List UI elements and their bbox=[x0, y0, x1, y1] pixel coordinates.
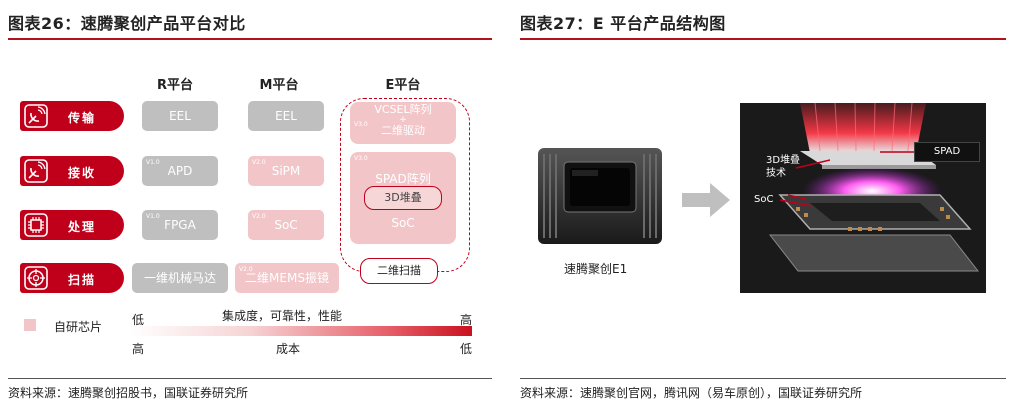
satellite-dish-icon bbox=[24, 159, 48, 183]
e-spad-label: SPAD阵列 bbox=[350, 170, 456, 187]
crosshair-icon bbox=[24, 266, 48, 290]
e-3d-stack-box: 3D堆叠 bbox=[364, 186, 442, 210]
e1-lidar-product-image bbox=[534, 140, 666, 250]
version-tag: V1.0 bbox=[146, 214, 160, 220]
title-rule-left bbox=[8, 38, 492, 40]
callout-spad-box: SPAD bbox=[914, 142, 980, 162]
category-label: 处理 bbox=[68, 218, 96, 235]
m-scan-label: 二维MEMS振镜 bbox=[245, 271, 329, 285]
column-header-r: R平台 bbox=[130, 74, 220, 93]
version-tag: V3.0 bbox=[354, 122, 368, 128]
category-transmit: 传输 bbox=[20, 101, 124, 131]
r-process-box: V1.0 FPGA bbox=[142, 210, 218, 240]
version-tag: V1.0 bbox=[146, 160, 160, 166]
m-transmit-box: EEL bbox=[248, 101, 324, 131]
e-transmit-box: V3.0 VCSEL阵列 + 二维驱动 bbox=[350, 102, 456, 144]
e-3d-stack-label: 3D堆叠 bbox=[365, 187, 441, 209]
source-rule-right bbox=[520, 378, 1006, 379]
category-label: 接收 bbox=[68, 164, 96, 181]
scale-top-label: 集成度，可靠性，性能 bbox=[222, 307, 342, 324]
title-rule-right bbox=[520, 38, 1006, 40]
source-left: 资料来源：速腾聚创招股书，国联证券研究所 bbox=[8, 384, 248, 401]
column-header-m: M平台 bbox=[234, 74, 324, 93]
r-transmit-box: EEL bbox=[142, 101, 218, 131]
column-header-e: E平台 bbox=[358, 74, 448, 93]
scale-bottom-left: 高 bbox=[132, 340, 144, 357]
category-scan: 扫描 bbox=[20, 263, 124, 293]
product-label: 速腾聚创E1 bbox=[564, 260, 627, 277]
r-transmit-label: EEL bbox=[169, 109, 191, 123]
m-scan-box: V2.0 二维MEMS振镜 bbox=[235, 263, 339, 293]
category-label: 传输 bbox=[68, 109, 96, 126]
e-scan-box: 二维扫描 bbox=[360, 258, 438, 284]
r-receive-box: V1.0 APD bbox=[142, 156, 218, 186]
e-soc-label: SoC bbox=[350, 216, 456, 230]
satellite-dish-icon bbox=[24, 104, 48, 128]
r-receive-label: APD bbox=[168, 164, 193, 178]
scale-bottom-right: 低 bbox=[460, 340, 472, 357]
source-right: 资料来源：速腾聚创官网，腾讯网（易车原创），国联证券研究所 bbox=[520, 384, 862, 401]
figure-27-title: 图表27：E 平台产品结构图 bbox=[520, 10, 726, 34]
arrow-right-icon bbox=[680, 180, 732, 220]
category-label: 扫描 bbox=[68, 271, 96, 288]
m-receive-label: SiPM bbox=[272, 164, 301, 178]
version-tag: V2.0 bbox=[252, 214, 266, 220]
scale-bottom-label: 成本 bbox=[276, 340, 300, 357]
e-receive-process-box: V3.0 SPAD阵列 3D堆叠 SoC bbox=[350, 152, 456, 244]
m-process-box: V2.0 SoC bbox=[248, 210, 324, 240]
version-tag: V3.0 bbox=[354, 156, 368, 162]
m-transmit-label: EEL bbox=[275, 109, 297, 123]
legend-label: 自研芯片 bbox=[54, 318, 102, 335]
m-receive-box: V2.0 SiPM bbox=[248, 156, 324, 186]
version-tag: V2.0 bbox=[239, 267, 253, 273]
category-receive: 接收 bbox=[20, 156, 124, 186]
scale-gradient-bar bbox=[130, 326, 472, 336]
chip-icon bbox=[24, 213, 48, 237]
callout-spad: SPAD bbox=[915, 143, 979, 161]
e-transmit-line1: VCSEL阵列 bbox=[350, 102, 456, 116]
e-scan-label: 二维扫描 bbox=[361, 259, 437, 283]
figure-26-title: 图表26：速腾聚创产品平台对比 bbox=[8, 10, 246, 34]
m-process-label: SoC bbox=[274, 218, 297, 232]
version-tag: V2.0 bbox=[252, 160, 266, 166]
r-scan-box: 一维机械马达 bbox=[132, 263, 228, 293]
category-process: 处理 bbox=[20, 210, 124, 240]
r-scan-label: 一维机械马达 bbox=[144, 271, 216, 285]
source-rule-left bbox=[8, 378, 492, 379]
r-process-label: FPGA bbox=[164, 218, 196, 232]
legend-swatch bbox=[24, 319, 36, 331]
